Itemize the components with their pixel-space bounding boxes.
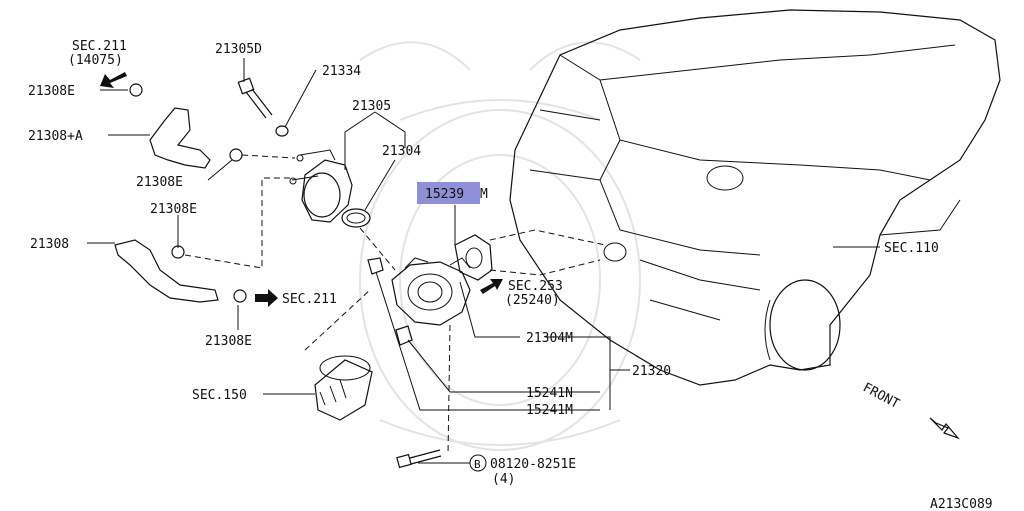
hose-21308[interactable]: [114, 239, 219, 303]
leader-lines: [87, 58, 880, 464]
filter-bracket-21320[interactable]: [391, 257, 471, 326]
label-bolt-code: B: [474, 458, 481, 471]
arrow-sec253: [480, 279, 503, 294]
label-bolt[interactable]: 08120-8251E: [490, 457, 576, 472]
label-21304M[interactable]: 21304M: [526, 331, 573, 346]
label-bolt-qty: (4): [492, 472, 515, 487]
arrow-sec211-right: [255, 289, 278, 307]
clamp-21308E-top[interactable]: [129, 83, 143, 97]
label-sec211-top-sub: (14075): [68, 53, 123, 68]
clamp-21308E-bottom[interactable]: [233, 289, 247, 303]
watermark-emblem: [359, 41, 641, 451]
oil-filter[interactable]: [314, 355, 373, 421]
engine-block[interactable]: [509, 9, 1001, 386]
highlight-15239M: [417, 182, 480, 204]
label-front: FRONT: [860, 380, 902, 412]
label-21308A[interactable]: 21308+A: [28, 129, 83, 144]
label-21320[interactable]: 21320: [632, 364, 671, 379]
label-sec150[interactable]: SEC.150: [192, 388, 247, 403]
label-sec211-top[interactable]: SEC.211: [72, 39, 127, 54]
oil-cooler-21305[interactable]: [289, 149, 353, 223]
label-15241N[interactable]: 15241N: [526, 386, 573, 401]
bolt-code-circle: [469, 454, 487, 472]
label-15241M[interactable]: 15241M: [526, 403, 573, 418]
bolt-08120-8251E[interactable]: [396, 449, 442, 469]
label-sec253[interactable]: SEC.253: [508, 279, 563, 294]
label-21334[interactable]: 21334: [322, 64, 361, 79]
label-sec211-right[interactable]: SEC.211: [282, 292, 337, 307]
valve-15241N[interactable]: [395, 325, 413, 346]
washer-21334[interactable]: [275, 125, 289, 137]
label-21308E-d[interactable]: 21308E: [205, 334, 252, 349]
mount-guide-lines: [489, 229, 606, 276]
valve-15241M[interactable]: [367, 257, 384, 275]
label-21305[interactable]: 21305: [352, 99, 391, 114]
bolt-21305D[interactable]: [237, 77, 273, 119]
label-21308[interactable]: 21308: [30, 237, 69, 252]
clamp-21308E-mid[interactable]: [229, 148, 243, 162]
o-ring-21304[interactable]: [341, 208, 371, 228]
diagram-id: A213C089: [930, 497, 993, 511]
label-sec110[interactable]: SEC.110: [884, 241, 939, 256]
hose-21308A[interactable]: [149, 107, 211, 169]
label-21308E-c[interactable]: 21308E: [150, 202, 197, 217]
front-arrow-icon: [929, 417, 960, 440]
label-21305D[interactable]: 21305D: [215, 42, 262, 57]
arrow-sec211-top: [100, 72, 127, 88]
label-21304[interactable]: 21304: [382, 144, 421, 159]
label-15239M[interactable]: 15239: [425, 187, 464, 202]
label-21308E-b[interactable]: 21308E: [136, 175, 183, 190]
label-sec253-sub: (25240): [505, 293, 560, 308]
gasket-15239M[interactable]: [454, 234, 493, 281]
engine-port-ring: [603, 242, 627, 262]
label-21308E-a[interactable]: 21308E: [28, 84, 75, 99]
label-15239M-suffix: M: [480, 187, 488, 202]
